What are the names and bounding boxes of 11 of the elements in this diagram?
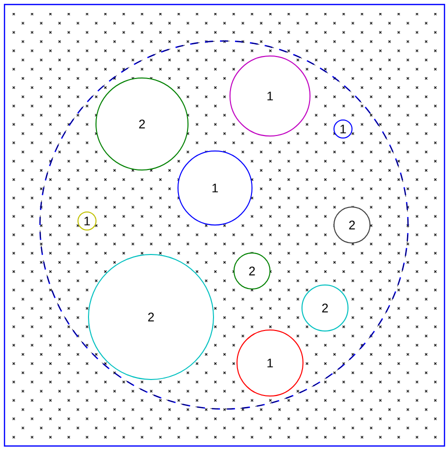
circle-node: 1 [178, 150, 252, 226]
circle-node: 1 [78, 212, 96, 230]
circle-node: 2 [96, 78, 188, 170]
circle-node: 2 [302, 284, 348, 332]
circle-node: 1 [230, 56, 310, 136]
circle-node: 2 [334, 206, 370, 244]
dashed-circle [39, 40, 409, 410]
circle-node: 1 [236, 330, 304, 396]
circle-node: 1 [334, 120, 352, 138]
circle-node: 2 [234, 252, 270, 290]
circle-node: 2 [88, 254, 214, 380]
